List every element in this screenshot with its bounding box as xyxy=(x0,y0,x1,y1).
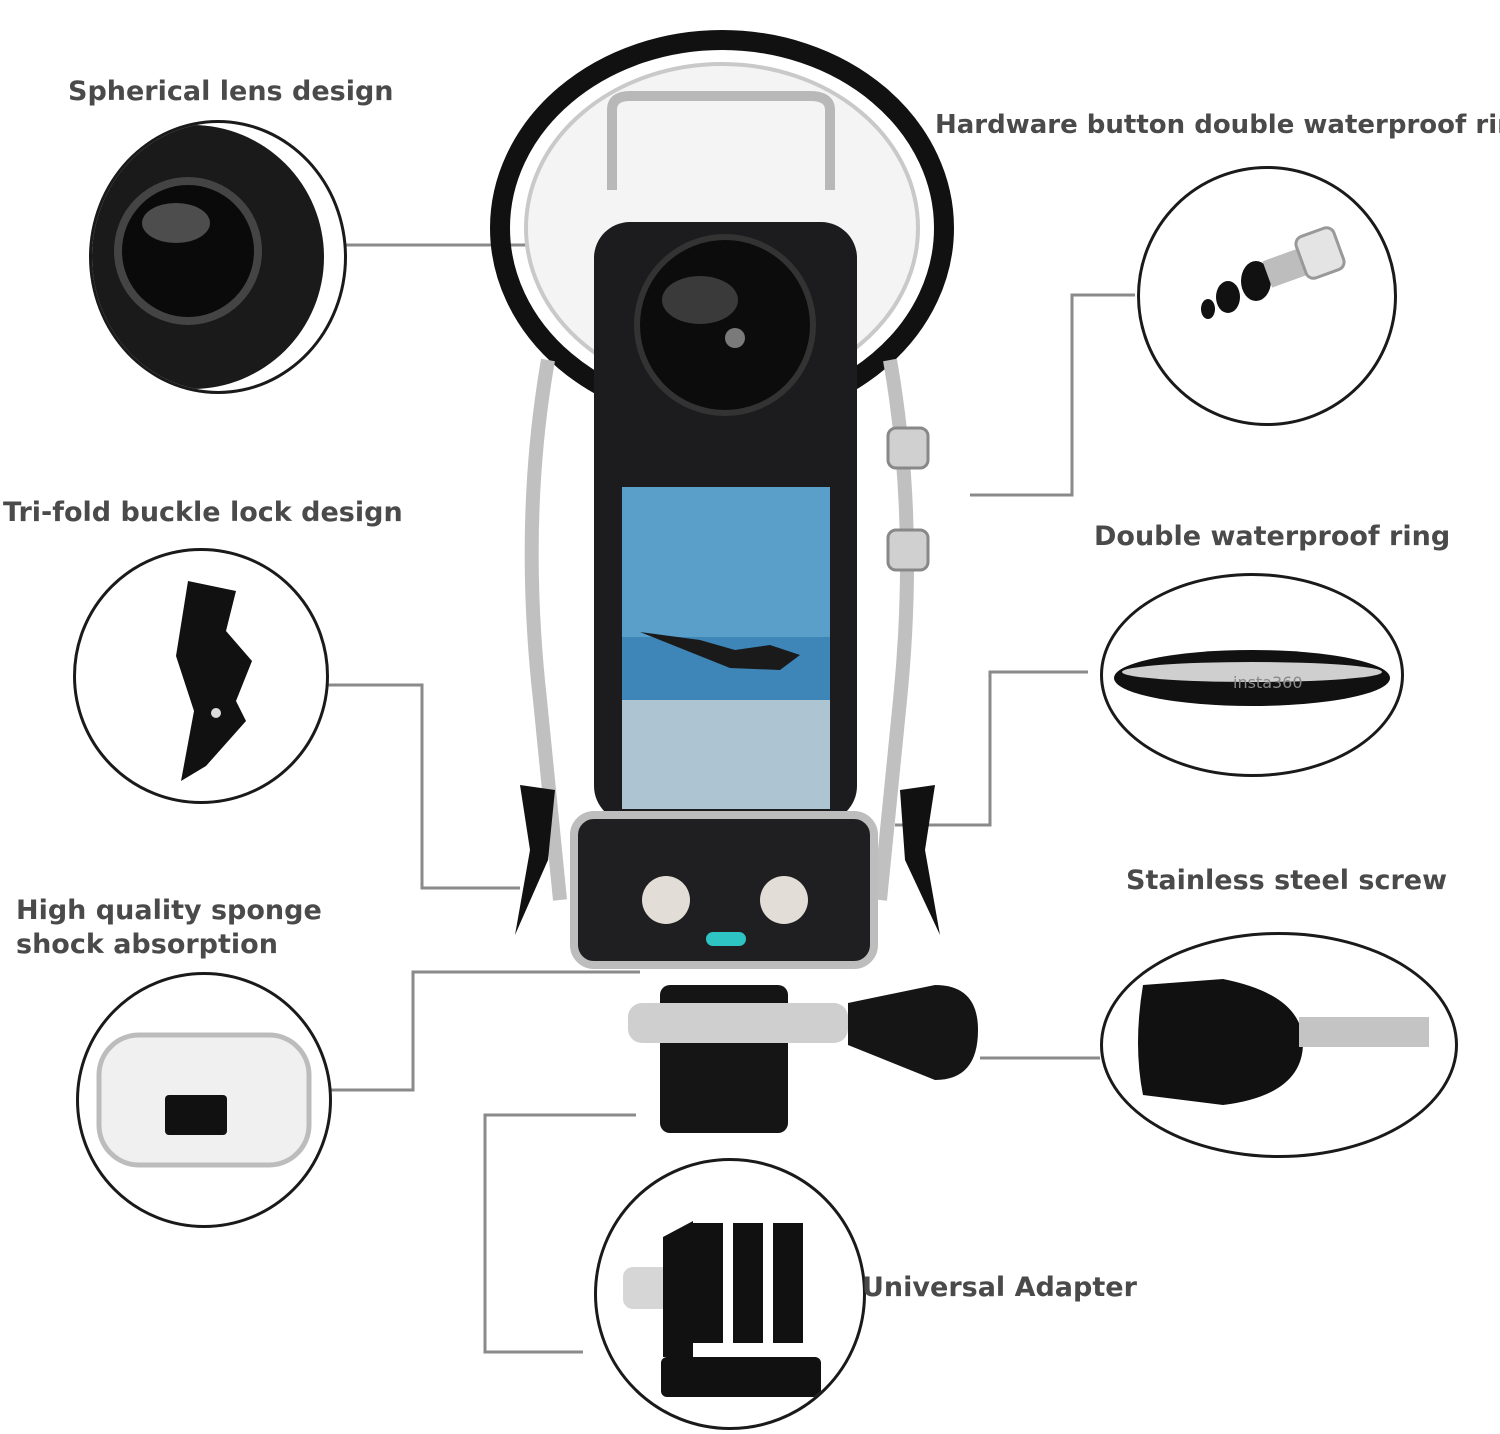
leader-adapter xyxy=(483,1113,636,1354)
label-sponge: High quality sponge shock absorption xyxy=(16,895,322,960)
leader-tri-fold xyxy=(322,683,520,890)
housing-frame-left xyxy=(524,358,567,901)
hardware-button-bottom xyxy=(886,528,930,572)
screw-detail-circle xyxy=(1100,932,1458,1158)
hardware-button-top xyxy=(886,426,930,470)
svg-text:insta360: insta360 xyxy=(1233,673,1303,692)
sponge-right xyxy=(760,876,808,924)
camera-lens xyxy=(634,234,816,416)
buckle-right xyxy=(900,785,940,935)
button-ring-detail-circle xyxy=(1137,166,1397,426)
buckle-detail-circle xyxy=(73,548,329,804)
label-double-ring: Double waterproof ring xyxy=(1094,521,1451,552)
housing-base xyxy=(570,811,878,969)
label-screw: Stainless steel screw xyxy=(1126,865,1448,896)
label-adapter: Universal Adapter xyxy=(862,1272,1137,1303)
lens-detail-glass xyxy=(114,177,262,325)
label-spherical-lens: Spherical lens design xyxy=(68,76,394,107)
sponge-detail-circle xyxy=(76,972,332,1228)
adapter-detail-circle xyxy=(594,1158,866,1430)
leader-sponge xyxy=(330,970,640,1092)
label-tri-fold: Tri-fold buckle lock design xyxy=(3,497,403,528)
buckle-left xyxy=(515,785,555,935)
leader-hardware-button xyxy=(970,293,1135,497)
dome-clip xyxy=(607,91,835,190)
mount-bolt xyxy=(628,1003,848,1043)
indicator-light xyxy=(706,932,746,946)
mount-knob xyxy=(848,985,978,1080)
label-hardware-button: Hardware button double waterproof ring xyxy=(935,110,1500,140)
leader-double-ring xyxy=(895,670,1088,827)
double-ring-detail-circle: insta360 xyxy=(1100,573,1404,777)
lens-detail-circle xyxy=(89,120,347,394)
diver-figure xyxy=(640,632,800,670)
sponge-left xyxy=(642,876,690,924)
